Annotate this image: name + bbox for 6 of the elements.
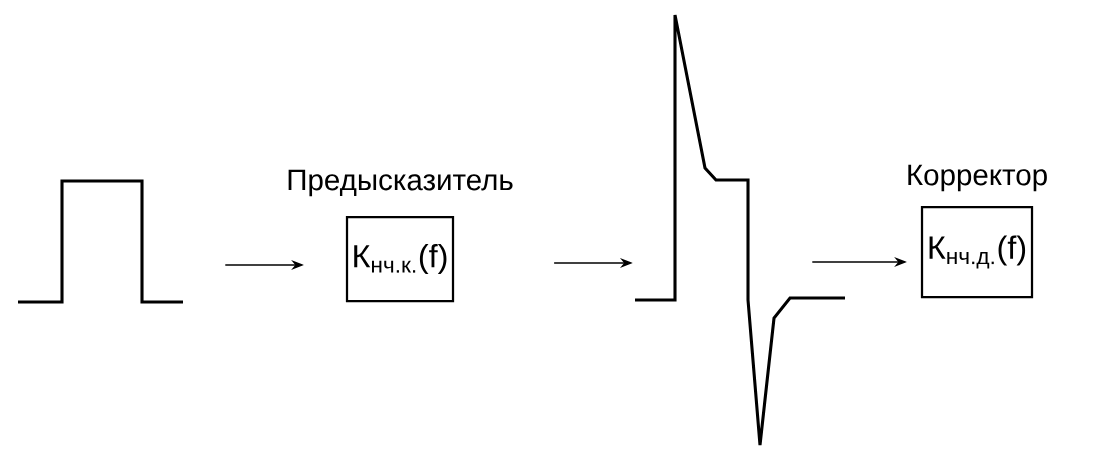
waveform-drawing xyxy=(18,179,183,304)
block-box: К$_{нч.к.}$(f) xyxy=(345,215,455,303)
waveform-drawing xyxy=(635,13,845,447)
block-heading: Корректор xyxy=(908,164,1047,192)
block-box: К$_{нч.д.}$(f) xyxy=(920,205,1034,299)
block-heading: Предысказитель xyxy=(288,169,513,197)
